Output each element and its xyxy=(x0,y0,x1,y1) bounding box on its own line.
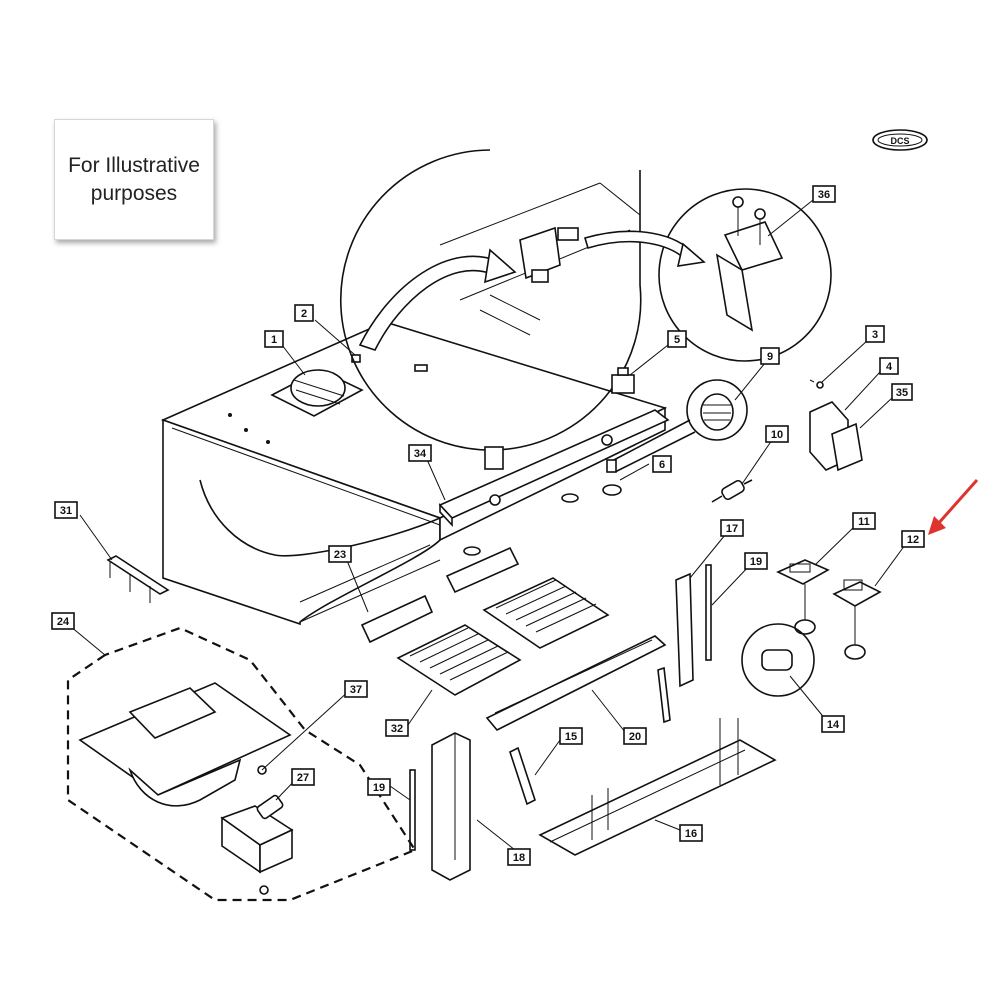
callout-2: 2 xyxy=(294,304,314,322)
callout-11-label: 11 xyxy=(858,516,870,528)
callout-18: 18 xyxy=(507,848,531,866)
callout-19-right-label: 19 xyxy=(750,556,762,568)
callout-1: 1 xyxy=(264,330,284,348)
blower-motor-part xyxy=(609,379,748,473)
optional-kit-24 xyxy=(66,626,417,902)
light-housing-part-4 xyxy=(809,381,863,472)
bolt-part-6 xyxy=(463,459,622,556)
range-hood-body xyxy=(160,321,668,626)
illustrative-note: For Illustrative purposes xyxy=(54,119,214,240)
callout-12: 12 xyxy=(901,530,925,548)
front-trim-20 xyxy=(485,635,667,732)
callout-37: 37 xyxy=(344,680,368,698)
end-panel-18 xyxy=(431,732,471,881)
switch-part-11 xyxy=(776,559,830,635)
brand-logo: DCS xyxy=(872,129,928,151)
callout-35: 35 xyxy=(891,383,913,401)
callout-31-label: 31 xyxy=(60,505,72,517)
callout-4-label: 4 xyxy=(886,361,893,373)
illustrative-note-text: For Illustrative purposes xyxy=(68,153,200,205)
callout-24: 24 xyxy=(51,612,75,630)
callout-20-label: 20 xyxy=(629,731,641,743)
side-strip-19-left xyxy=(409,769,416,851)
callout-12-label: 12 xyxy=(907,534,919,546)
leader-lines xyxy=(69,199,906,851)
callout-4: 4 xyxy=(879,357,899,375)
clip-part xyxy=(657,666,671,724)
mounting-bar-31 xyxy=(106,555,170,603)
knob-detail-14 xyxy=(741,623,815,697)
side-bracket-17 xyxy=(675,572,694,688)
control-channel xyxy=(438,409,670,528)
bottom-rail-16 xyxy=(538,718,777,856)
callout-20: 20 xyxy=(623,727,647,745)
callout-17-label: 17 xyxy=(726,523,738,535)
callout-23-label: 23 xyxy=(334,549,346,561)
callout-16: 16 xyxy=(679,824,703,842)
callout-2-label: 2 xyxy=(301,308,307,320)
callout-32: 32 xyxy=(385,719,409,737)
callout-5-label: 5 xyxy=(674,334,680,346)
switch-part-5 xyxy=(611,367,635,394)
switch-part-12 xyxy=(832,579,882,660)
callout-35-label: 35 xyxy=(896,387,908,399)
callout-14-label: 14 xyxy=(827,719,840,731)
capacitor-part-10 xyxy=(711,479,753,503)
detail-view-bracket xyxy=(658,188,832,362)
callout-37-label: 37 xyxy=(350,684,362,696)
callout-15: 15 xyxy=(559,727,583,745)
callout-9: 9 xyxy=(760,347,780,365)
callout-10-label: 10 xyxy=(771,429,783,441)
callout-1-label: 1 xyxy=(271,334,277,346)
callout-27-label: 27 xyxy=(297,772,309,784)
callout-36-label: 36 xyxy=(818,189,830,201)
highlight-arrow xyxy=(928,479,979,535)
callout-6: 6 xyxy=(652,455,672,473)
callout-17: 17 xyxy=(720,519,744,537)
callout-14: 14 xyxy=(821,715,845,733)
grease-filters xyxy=(360,546,610,696)
callout-19-left-label: 19 xyxy=(373,782,385,794)
callout-27: 27 xyxy=(291,768,315,786)
callout-9-label: 9 xyxy=(767,351,773,363)
callout-19-left: 19 xyxy=(367,778,391,796)
callout-15-label: 15 xyxy=(565,731,577,743)
callout-10: 10 xyxy=(765,425,789,443)
detail-arrows xyxy=(358,230,706,351)
callout-24-label: 24 xyxy=(57,616,70,628)
callout-23: 23 xyxy=(328,545,352,563)
callout-36: 36 xyxy=(812,185,836,203)
side-strip-19-right xyxy=(705,564,712,661)
callout-6-label: 6 xyxy=(659,459,665,471)
callout-16-label: 16 xyxy=(685,828,697,840)
callout-5: 5 xyxy=(667,330,687,348)
callout-34: 34 xyxy=(408,444,432,462)
logo-text: DCS xyxy=(890,136,909,146)
callout-34-label: 34 xyxy=(414,448,427,460)
callout-3: 3 xyxy=(865,325,885,343)
callout-31: 31 xyxy=(54,501,78,519)
callout-11: 11 xyxy=(852,512,876,530)
callout-3-label: 3 xyxy=(872,329,878,341)
callout-19-right: 19 xyxy=(744,552,768,570)
strip-part-15 xyxy=(509,746,536,806)
callout-18-label: 18 xyxy=(513,852,525,864)
callout-32-label: 32 xyxy=(391,723,403,735)
